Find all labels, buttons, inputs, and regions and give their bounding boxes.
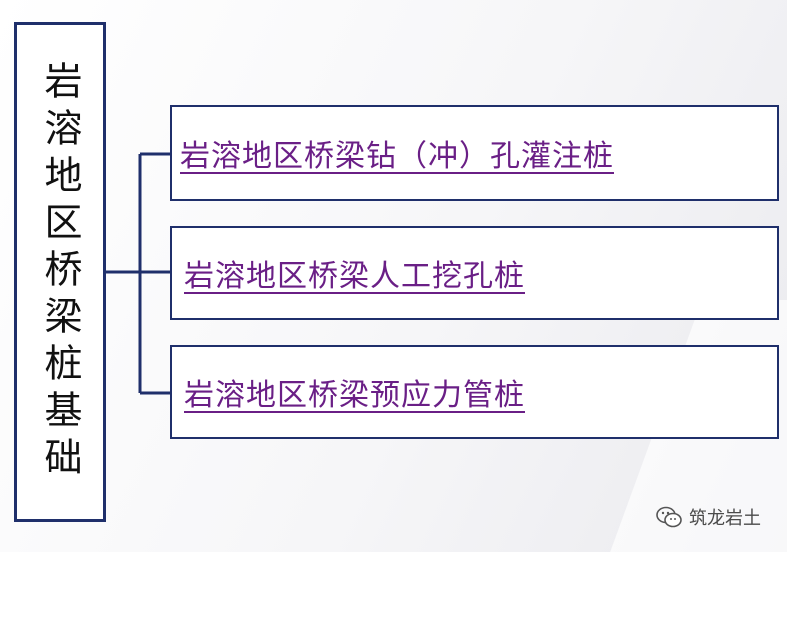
main-topic-title: 岩溶地区桥梁桩基础 (38, 60, 82, 484)
branch-link-bored-pile[interactable]: 岩溶地区桥梁钻（冲）孔灌注桩 (180, 139, 614, 174)
main-topic-box: 岩溶地区桥梁桩基础 (14, 22, 106, 522)
wechat-icon (656, 506, 682, 528)
connector-lines (106, 152, 170, 395)
branch-link-prestressed-pipe-pile[interactable]: 岩溶地区桥梁预应力管桩 (184, 378, 525, 413)
branch-box-hand-dug-pile: 岩溶地区桥梁人工挖孔桩 (170, 226, 779, 320)
watermark-text: 筑龙岩土 (689, 508, 761, 529)
branch-link-hand-dug-pile[interactable]: 岩溶地区桥梁人工挖孔桩 (184, 259, 525, 294)
branch-box-prestressed-pipe-pile: 岩溶地区桥梁预应力管桩 (170, 345, 779, 439)
branch-box-bored-pile: 岩溶地区桥梁钻（冲）孔灌注桩 (170, 105, 779, 201)
watermark-logo: 筑龙岩土 (655, 504, 761, 530)
